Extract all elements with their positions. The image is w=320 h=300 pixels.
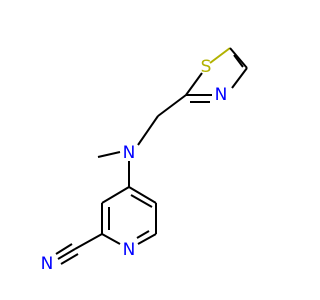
bond-thiazole-c4-n bbox=[231, 67, 248, 89]
bond-pyr-c4-c5 bbox=[128, 186, 157, 204]
bond-pyr-c6-n bbox=[137, 233, 157, 245]
bond-nitrile-c-c bbox=[74, 233, 103, 250]
bond-pyr-c4-c5-double bbox=[130, 194, 153, 208]
bond-thiazole-c5-c4 bbox=[229, 47, 248, 69]
bond-amine-ethyl bbox=[137, 115, 159, 146]
bond-pyr-c3-c4 bbox=[101, 186, 130, 204]
bond-pyr-n-c2 bbox=[101, 233, 121, 245]
nitrile-nitrogen-label: N bbox=[41, 254, 54, 274]
bond-thiazole-s-c5 bbox=[209, 47, 231, 64]
bond-thiazole-c2-s bbox=[185, 72, 203, 96]
bond-nitrile-triple-3 bbox=[60, 253, 79, 265]
amine-nitrogen-label: N bbox=[123, 143, 136, 163]
bond-methyl bbox=[97, 151, 121, 158]
bond-thiazole-c5-c4-double bbox=[233, 54, 244, 68]
pyridine-nitrogen-label: N bbox=[123, 240, 136, 260]
thiazole-sulfur-label: S bbox=[201, 57, 212, 77]
structure-drawing: N S N N N bbox=[41, 47, 248, 274]
molecule-diagram: N S N N N bbox=[41, 47, 248, 274]
bond-ethyl bbox=[157, 94, 187, 117]
bond-nitrile-triple-1 bbox=[57, 248, 76, 260]
bond-nitrile-triple-2 bbox=[55, 243, 73, 255]
thiazole-nitrogen-label: N bbox=[215, 85, 228, 105]
bond-pyr-c6-n-double bbox=[136, 230, 150, 239]
